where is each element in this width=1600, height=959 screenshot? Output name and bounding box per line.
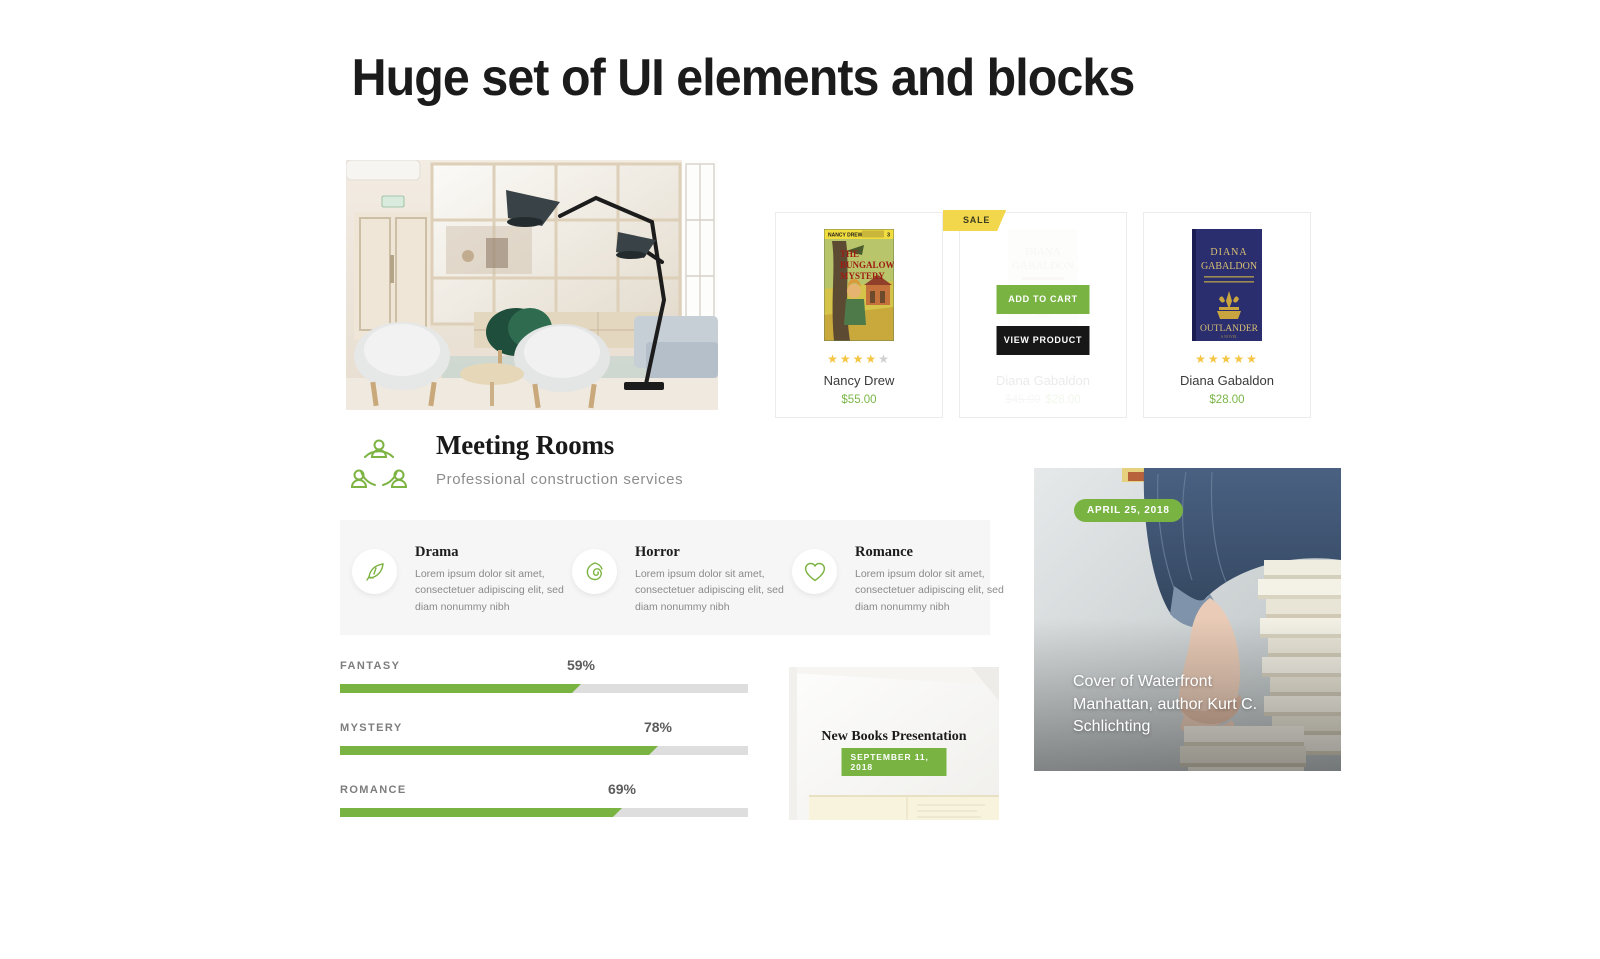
progress-tip — [572, 684, 581, 693]
progress-tip — [613, 808, 622, 817]
product-card[interactable]: NANCY DREW 3 THE BUNGALOW — [775, 212, 943, 418]
star-empty: ★ — [878, 352, 891, 366]
star-filled: ★ — [1233, 352, 1247, 366]
people-circle-icon — [348, 435, 410, 493]
progress-value: 59% — [566, 657, 596, 673]
star-filled: ★ — [827, 352, 840, 366]
progress-fill — [340, 684, 572, 693]
feature-title: Drama — [415, 544, 459, 560]
hero-interior-photo — [346, 160, 718, 410]
progress-track — [340, 684, 748, 693]
blog-caption: Cover of Waterfront Manhattan, author Ku… — [1073, 673, 1258, 736]
book-cover-image: DIANA GABALDON OUTLANDER A NOVEL — [1192, 229, 1262, 341]
star-filled: ★ — [1220, 352, 1234, 366]
svg-text:BUNGALOW: BUNGALOW — [840, 260, 894, 270]
feature-text: Lorem ipsum dolor sit amet, consectetuer… — [415, 568, 564, 613]
heart-icon — [792, 549, 837, 594]
star-filled: ★ — [1246, 352, 1259, 366]
meeting-rooms-title: Meeting Rooms — [436, 430, 615, 460]
book-cover-image: NANCY DREW 3 THE BUNGALOW — [824, 229, 894, 341]
meeting-rooms-subtitle: Professional construction services — [436, 471, 684, 488]
product-price: $28.00 — [1209, 394, 1245, 406]
progress-track — [340, 746, 748, 755]
svg-text:GABALDON: GABALDON — [1012, 260, 1074, 272]
progress-value: 69% — [607, 781, 637, 797]
spiral-flame-icon — [572, 549, 617, 594]
product-price: $55.00 — [841, 394, 877, 406]
progress-label: ROMANCE — [340, 784, 407, 796]
feature-text: Lorem ipsum dolor sit amet, consectetuer… — [855, 568, 1004, 613]
feature-item-romance: Romance Lorem ipsum dolor sit amet, cons… — [792, 544, 1004, 614]
svg-text:OUTLANDER: OUTLANDER — [1200, 324, 1259, 334]
product-name: Diana Gabaldon — [1180, 373, 1274, 388]
progress-fill — [340, 746, 649, 755]
rating-stars: ★★★★★ — [776, 353, 942, 365]
product-name: Diana Gabaldon — [996, 373, 1090, 388]
svg-text:GABALDON: GABALDON — [1201, 261, 1257, 272]
sale-badge: SALE — [943, 210, 1006, 231]
svg-text:A NOVEL: A NOVEL — [1220, 334, 1238, 339]
star-filled: ★ — [839, 352, 853, 366]
progress-tip — [649, 746, 658, 755]
feature-title: Romance — [855, 544, 913, 560]
star-filled: ★ — [865, 352, 879, 366]
genre-progress-chart: FANTASY 59% MYSTERY 78% ROMANCE 69% — [340, 657, 750, 826]
progress-track — [340, 808, 748, 817]
progress-row: MYSTERY 78% — [340, 719, 750, 764]
blog-date-badge: APRIL 25, 2018 — [1074, 499, 1183, 522]
star-filled: ★ — [1195, 352, 1208, 366]
feature-text: Lorem ipsum dolor sit amet, consectetuer… — [635, 568, 784, 613]
star-filled: ★ — [1207, 352, 1221, 366]
svg-text:DIANA: DIANA — [1025, 246, 1060, 258]
feature-item-horror: Horror Lorem ipsum dolor sit amet, conse… — [572, 544, 784, 614]
product-card[interactable]: DIANA GABALDON OUTLANDER A NOVEL — [1143, 212, 1311, 418]
progress-label: MYSTERY — [340, 722, 403, 734]
progress-label: FANTASY — [340, 660, 401, 672]
progress-fill — [340, 808, 613, 817]
presentation-date-badge: SEPTEMBER 11, 2018 — [841, 748, 947, 776]
feather-icon — [352, 549, 397, 594]
feature-title: Horror — [635, 544, 680, 560]
product-price-old: $45.00 — [1005, 394, 1041, 406]
blog-photo-card[interactable]: APRIL 25, 2018 Cover of Waterfront Manha… — [1034, 468, 1341, 771]
product-price: $45.00 $28.00 — [960, 394, 1126, 406]
meeting-rooms-block: Meeting Rooms Professional construction … — [348, 430, 768, 498]
feature-item-drama: Drama Lorem ipsum dolor sit amet, consec… — [352, 544, 564, 614]
svg-text:THE: THE — [840, 249, 859, 259]
svg-text:DIANA: DIANA — [1210, 247, 1247, 258]
rating-stars: ★★★★★ — [1144, 353, 1310, 365]
product-card-list: NANCY DREW 3 THE BUNGALOW — [775, 212, 1311, 418]
page-title: Huge set of UI elements and blocks — [351, 49, 1136, 107]
view-product-button[interactable]: VIEW PRODUCT — [996, 326, 1090, 355]
progress-row: FANTASY 59% — [340, 657, 750, 702]
star-filled: ★ — [852, 352, 866, 366]
progress-value: 78% — [643, 719, 673, 735]
product-card-sale[interactable]: SALE DIANA GABALDON OUTLANDER ADD TO CAR… — [959, 212, 1127, 418]
presentation-card[interactable]: New Books Presentation SEPTEMBER 11, 201… — [789, 667, 999, 820]
product-name: Nancy Drew — [823, 373, 895, 388]
progress-row: ROMANCE 69% — [340, 781, 750, 826]
genre-features-panel: Drama Lorem ipsum dolor sit amet, consec… — [340, 520, 1004, 635]
product-price-new: $28.00 — [1045, 394, 1081, 406]
add-to-cart-button[interactable]: ADD TO CART — [996, 285, 1090, 314]
presentation-title: New Books Presentation — [821, 729, 967, 744]
svg-text:MYSTERY: MYSTERY — [840, 271, 885, 281]
svg-text:3: 3 — [887, 233, 890, 239]
svg-text:NANCY DREW: NANCY DREW — [828, 233, 863, 239]
